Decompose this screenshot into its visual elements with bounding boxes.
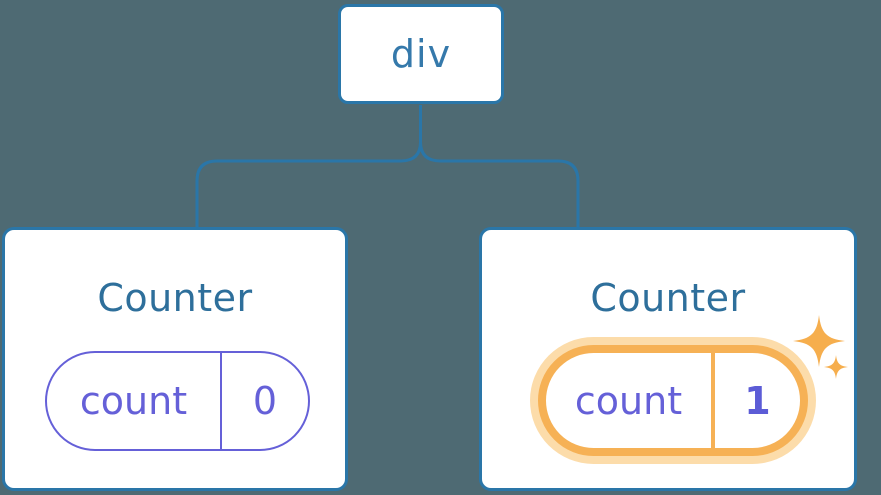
root-node-div: div [338,4,504,104]
state-pill-highlighted: count 1 [538,345,808,456]
counter-card-left: Counter count 0 [2,227,348,491]
counter-card-right: Counter count 1 [479,227,857,491]
root-node-label: div [390,32,452,76]
component-title: Counter [97,276,253,320]
component-title: Counter [590,276,746,320]
state-key: count [47,353,222,449]
state-key: count [546,353,715,448]
state-value: 0 [252,379,278,423]
sparkle-icon [793,315,848,379]
state-value: 1 [744,378,771,423]
state-pill: count 0 [45,351,310,451]
